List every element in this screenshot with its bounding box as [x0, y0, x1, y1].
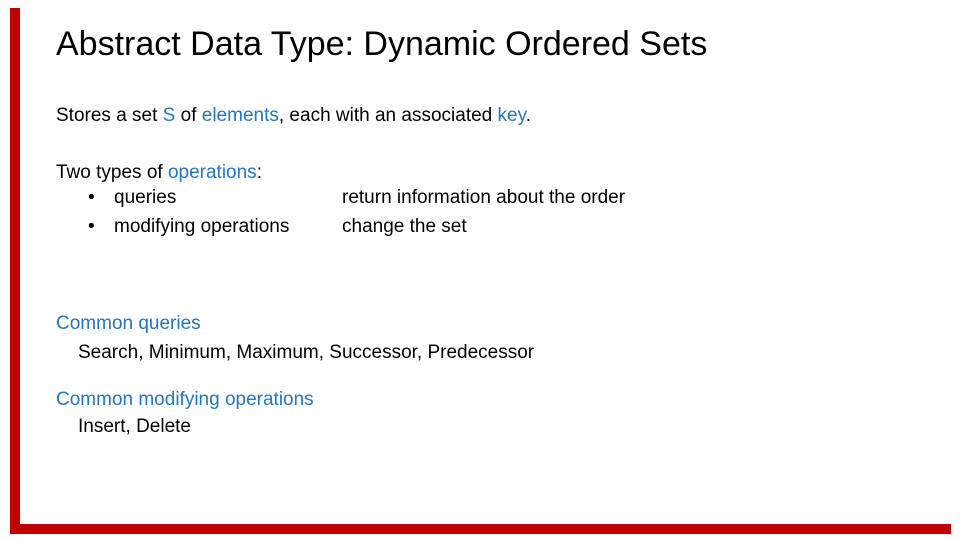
bullet-description: change the set	[342, 216, 467, 237]
operations-heading-text: Two types of	[56, 162, 168, 183]
bullet-row-queries: • queries return information about the o…	[0, 185, 960, 214]
bullet-label: modifying operations	[114, 216, 290, 237]
operations-heading: Two types of operations:	[56, 160, 262, 186]
bullet-label: queries	[114, 187, 177, 208]
bottom-accent-bar	[10, 524, 951, 534]
intro-line: Stores a set S of elements, each with an…	[56, 103, 531, 129]
intro-text: Stores a set	[56, 105, 163, 126]
intro-text: of	[175, 105, 202, 126]
section-items-common-queries: Search, Minimum, Maximum, Successor, Pre…	[78, 342, 535, 363]
bullet-row-modifying-operations: • modifying operations change the set	[0, 214, 960, 243]
bullet-icon: •	[88, 187, 95, 208]
left-accent-bar	[10, 8, 20, 534]
keyword-elements: elements	[201, 105, 279, 126]
keyword-operations: operations	[167, 162, 257, 183]
operations-heading-text: :	[256, 162, 262, 183]
section-heading-common-queries: Common queries	[56, 313, 201, 334]
intro-text: , each with an associated	[278, 105, 498, 126]
keyword-set-s: S	[162, 105, 176, 126]
section-heading-common-modifying-operations: Common modifying operations	[56, 389, 314, 410]
section-items-common-modifying-operations: Insert, Delete	[78, 416, 191, 437]
slide-title: Abstract Data Type: Dynamic Ordered Sets	[56, 25, 708, 63]
bullet-description: return information about the order	[342, 187, 626, 208]
intro-text: .	[525, 105, 531, 126]
bullet-icon: •	[88, 216, 95, 237]
keyword-key: key	[497, 105, 526, 126]
